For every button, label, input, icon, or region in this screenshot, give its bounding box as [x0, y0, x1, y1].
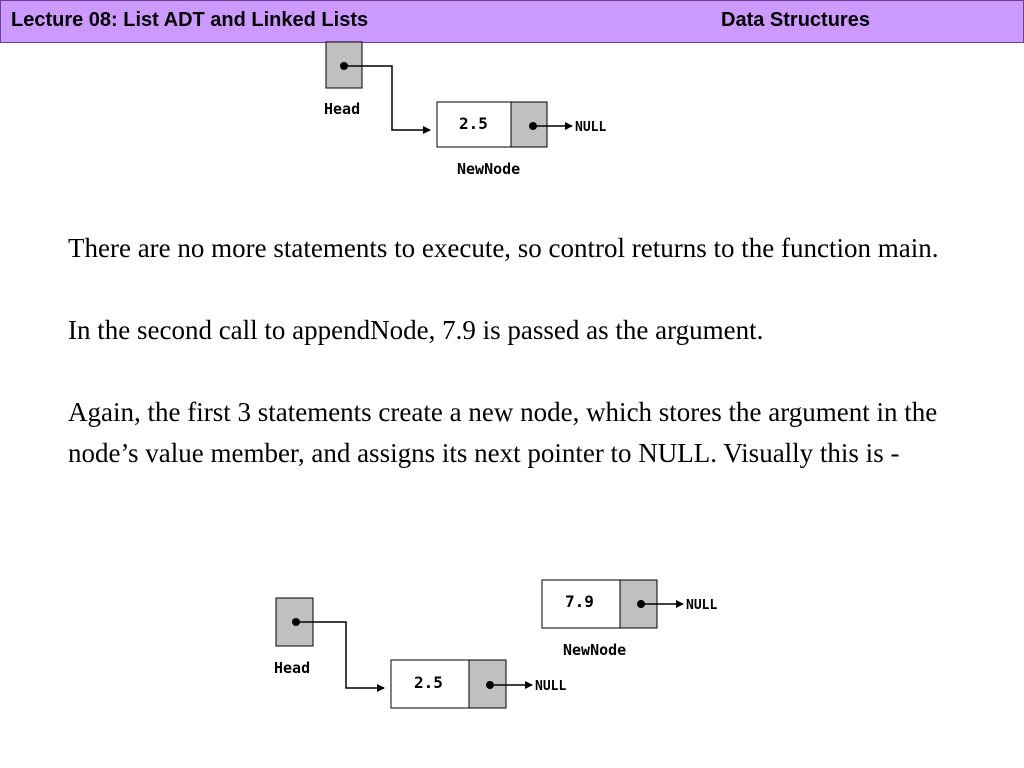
- bottom-node-value-box: [390, 659, 470, 709]
- paragraph-second-call: In the second call to appendNode, 7.9 is…: [68, 315, 764, 345]
- course-title: Data Structures: [721, 9, 870, 31]
- head-label: Head: [324, 100, 360, 118]
- paragraph-control-returns: There are no more statements to execute,…: [68, 233, 939, 263]
- node-value-box: [436, 101, 512, 148]
- bottom-head-pointer-arrow: [296, 621, 385, 692]
- body-text: There are no more statements to execute,…: [68, 228, 988, 515]
- bottom-head-label: Head: [274, 659, 310, 677]
- node-value: 2.5: [459, 114, 488, 133]
- header-bar: Lecture 08: List ADT and Linked Lists Da…: [0, 0, 1024, 43]
- new-null-label: NULL: [686, 598, 717, 613]
- new-newnode-label: NewNode: [563, 641, 626, 659]
- bottom-null-label: NULL: [535, 679, 566, 694]
- newnode-label: NewNode: [457, 160, 520, 178]
- paragraph-new-node: Again, the first 3 statements create a n…: [68, 397, 938, 468]
- new-node-value-box: [541, 579, 621, 629]
- node-next-box: [510, 101, 548, 148]
- bottom-node-value: 2.5: [414, 673, 443, 692]
- head-pointer-arrow: [344, 65, 431, 134]
- lecture-title: Lecture 08: List ADT and Linked Lists: [11, 9, 369, 31]
- linked-list-diagram-bottom: 7.9 NULL NewNode Head 2.5 NULL: [274, 579, 717, 709]
- new-node-value: 7.9: [565, 592, 594, 611]
- null-label: NULL: [575, 120, 606, 135]
